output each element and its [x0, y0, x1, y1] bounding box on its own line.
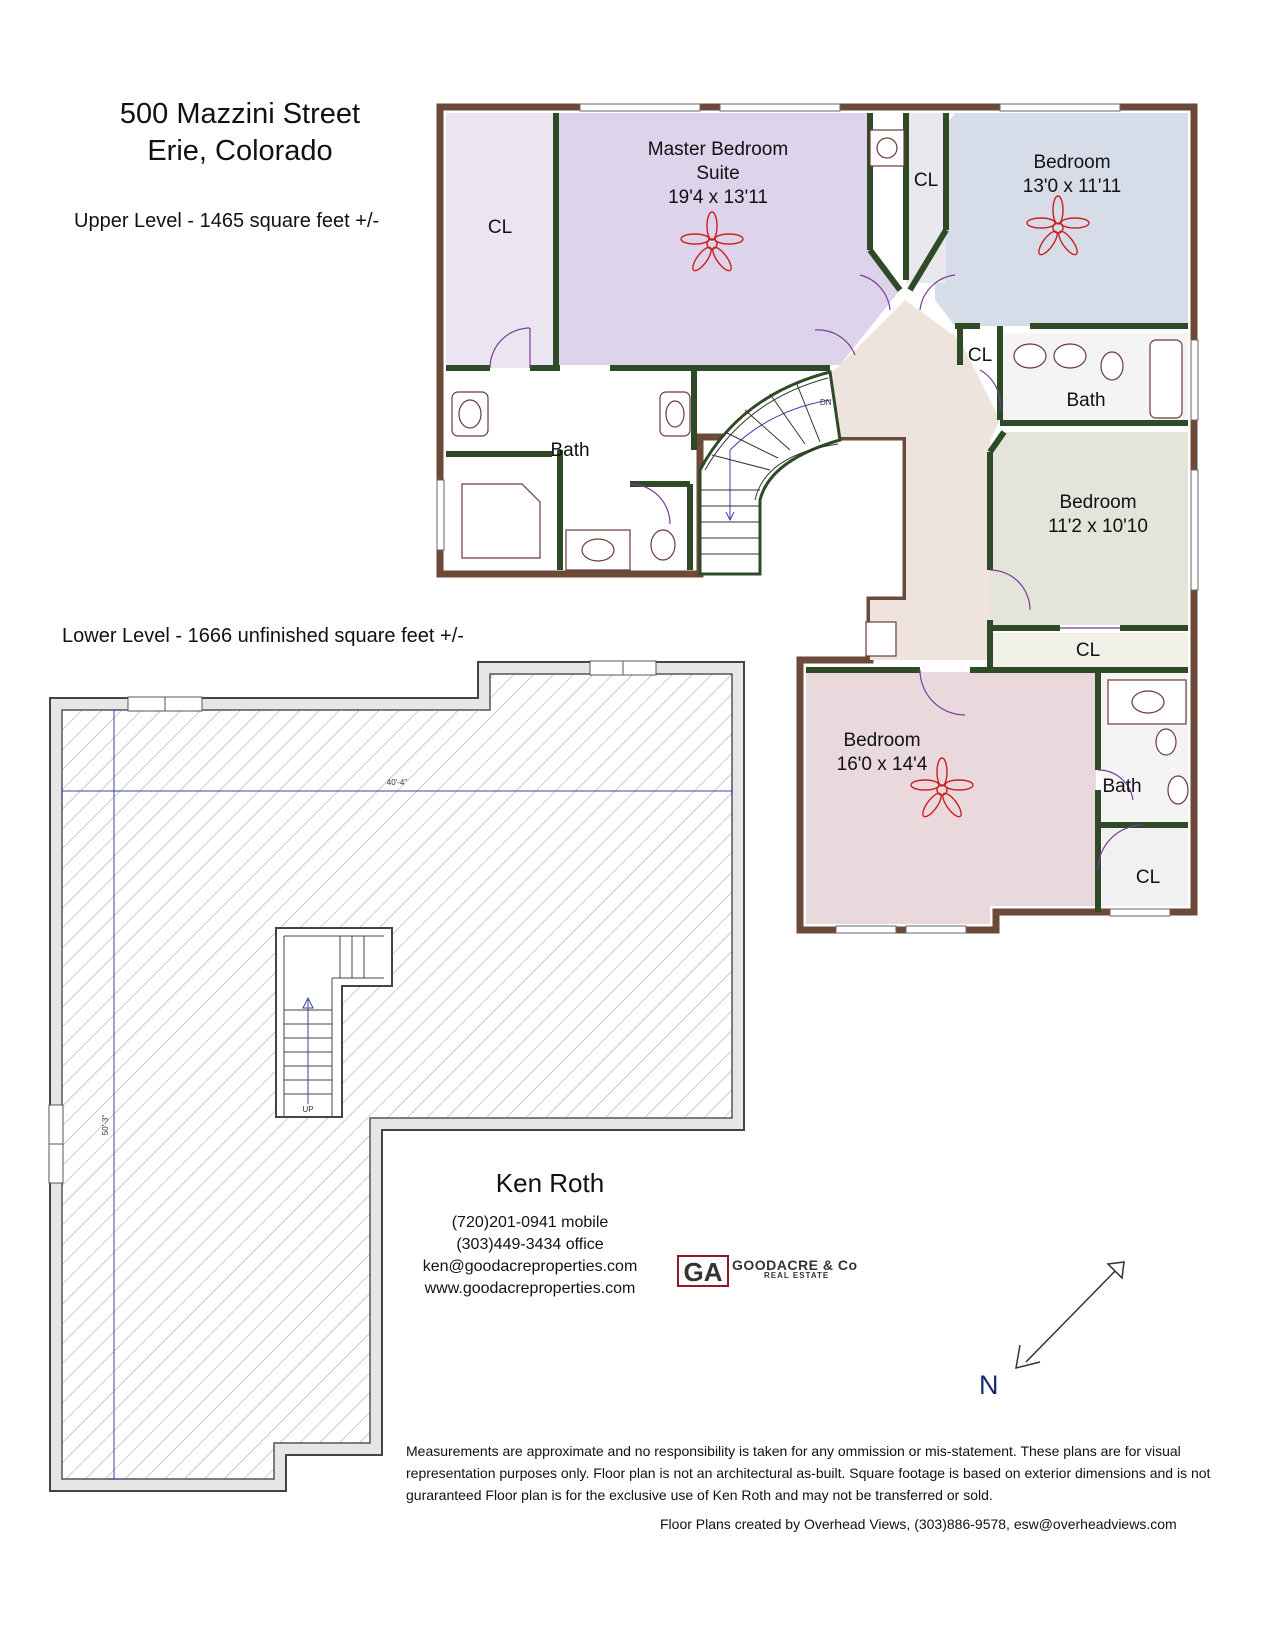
logo-wordmark: GOODACRE & Co REAL ESTATE [732, 1257, 858, 1280]
master-bedroom-name-1: Master Bedroom [648, 139, 788, 160]
goodacre-logo-icon: GA [677, 1255, 729, 1287]
address-line-1: 500 Mazzini Street [119, 98, 361, 130]
bedroom1-name: Bedroom [1033, 152, 1110, 173]
lower-stair: UP [275, 927, 393, 1118]
bedroom3-closet-label: CL [1136, 867, 1160, 888]
agent-mobile: (720)201-0941 mobile [451, 1214, 609, 1231]
upper-level-plan: DN [436, 103, 1199, 934]
bedroom3-closet-area [1102, 828, 1188, 906]
disclaimer-text: Measurements are approximate and no resp… [406, 1443, 1211, 1503]
hall-bath-label: Bath [1066, 390, 1105, 411]
lower-floor-area [61, 673, 733, 1480]
agent-email[interactable]: ken@goodacreproperties.com [422, 1258, 638, 1275]
master-bedroom-area [556, 113, 900, 365]
left-closet-area [446, 113, 556, 368]
width-dimension: 40'-4" [387, 778, 408, 787]
agent-contact: (720)201-0941 mobile (303)449-3434 offic… [410, 1212, 650, 1300]
stair-down-label: DN [820, 398, 832, 407]
bath-fixtures [451, 129, 1189, 805]
left-closet-label: CL [488, 217, 512, 238]
upper-windows [436, 103, 1199, 934]
address-line-2: Erie, Colorado [147, 135, 333, 167]
bedroom2-name: Bedroom [1059, 492, 1136, 513]
logo-mark: GA [684, 1257, 723, 1287]
bedroom2-area [990, 432, 1188, 625]
bedroom3-name: Bedroom [843, 730, 920, 751]
mid-closet-label: CL [914, 170, 938, 191]
stair-up-label: UP [302, 1105, 313, 1114]
bedroom3-size: 16'0 x 14'4 [837, 754, 928, 775]
logo-name: GOODACRE & Co [732, 1257, 858, 1273]
bedroom3-area [806, 672, 1096, 924]
upper-level-label: Upper Level - 1465 square feet +/- [74, 210, 380, 232]
curved-stair: DN [698, 370, 842, 576]
credit-text: Floor Plans created by Overhead Views, (… [660, 1516, 1177, 1532]
lower-level-label: Lower Level - 1666 unfinished square fee… [62, 625, 464, 647]
mid-closet-area [906, 113, 946, 283]
bedroom2-size: 11'2 x 10'10 [1048, 516, 1148, 537]
lower-level-plan: 40'-4" 50'-3" UP [48, 660, 745, 1492]
compass-arrow-icon [1015, 1261, 1125, 1370]
hall-closet-label: CL [968, 345, 992, 366]
bedroom3-bath-label: Bath [1102, 776, 1141, 797]
master-bedroom-size: 19'4 x 13'11 [668, 187, 768, 208]
agent-website[interactable]: www.goodacreproperties.com [424, 1280, 636, 1297]
bedroom1-size: 13'0 x 11'11 [1023, 176, 1121, 197]
logo-sub: REAL ESTATE [764, 1271, 830, 1280]
north-label: N [979, 1370, 999, 1400]
agent-name: Ken Roth [495, 1168, 605, 1198]
door-swings [489, 274, 1144, 871]
bedroom2-closet-label: CL [1076, 640, 1100, 661]
agent-office: (303)449-3434 office [456, 1236, 604, 1253]
master-bath-label: Bath [550, 440, 589, 461]
depth-dimension: 50'-3" [101, 1115, 110, 1136]
ceiling-fans [680, 195, 1090, 818]
master-bedroom-name-2: Suite [696, 163, 739, 184]
bedroom2-closet-area [990, 633, 1188, 667]
